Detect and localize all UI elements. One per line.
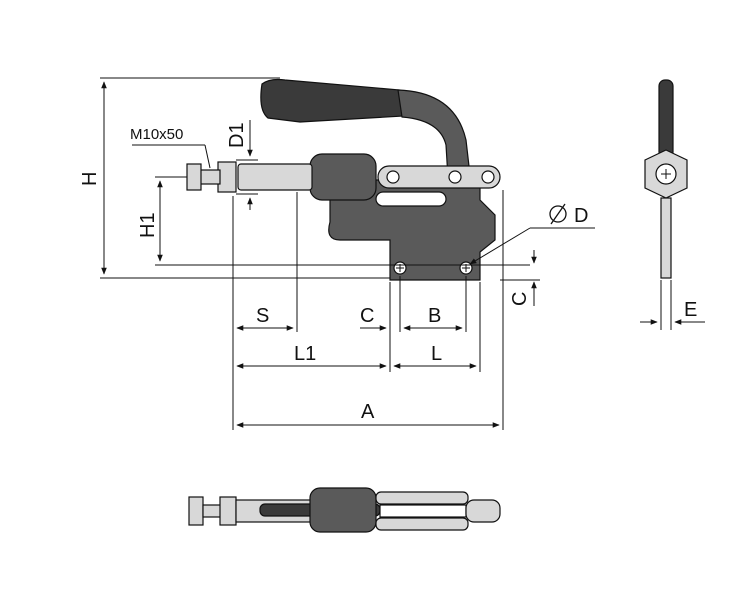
label-C-right: C	[509, 292, 531, 306]
slot-cutout	[375, 191, 447, 207]
label-thread: M10x50	[130, 126, 183, 143]
handle-arm	[397, 89, 471, 179]
plunger-rod	[237, 163, 313, 191]
label-S: S	[256, 305, 269, 327]
guide-cylinder	[309, 153, 377, 201]
label-A: A	[361, 401, 375, 423]
label-D1: D1	[226, 122, 248, 148]
spindle-head	[186, 163, 202, 191]
end-view: E	[640, 79, 705, 330]
dimension-labels: H H1 D1 M10x50 D S C B C L1 L A	[79, 122, 588, 423]
label-D: D	[574, 205, 588, 227]
end-view-handle	[658, 79, 674, 159]
diameter-symbol-icon	[549, 203, 567, 225]
top-view-link-center	[379, 504, 467, 518]
end-view-stem	[660, 197, 672, 279]
pivot-pin-3	[481, 170, 495, 184]
label-L1: L1	[294, 343, 316, 365]
top-view-cylinder	[309, 487, 377, 533]
label-B: B	[428, 305, 441, 327]
top-view	[188, 487, 501, 533]
label-H1: H1	[137, 212, 159, 238]
top-view-link-upper	[375, 491, 469, 505]
label-E: E	[684, 299, 697, 321]
side-view	[186, 78, 501, 281]
top-view-spindle	[202, 504, 222, 518]
hex-nut	[217, 161, 237, 193]
top-view-nut	[219, 496, 237, 526]
pivot-pin-2	[448, 170, 462, 184]
threaded-spindle	[199, 169, 221, 185]
top-view-tip	[465, 499, 501, 523]
top-view-head	[188, 496, 204, 526]
linkage-bar	[377, 165, 501, 189]
label-C-bottom: C	[360, 305, 374, 327]
label-H: H	[79, 172, 101, 186]
pivot-pin-1	[386, 170, 400, 184]
label-L: L	[431, 343, 442, 365]
handle-grip	[260, 78, 405, 123]
body-plate	[328, 179, 496, 281]
top-view-link-lower	[375, 517, 469, 531]
dimension-lines	[100, 77, 595, 430]
